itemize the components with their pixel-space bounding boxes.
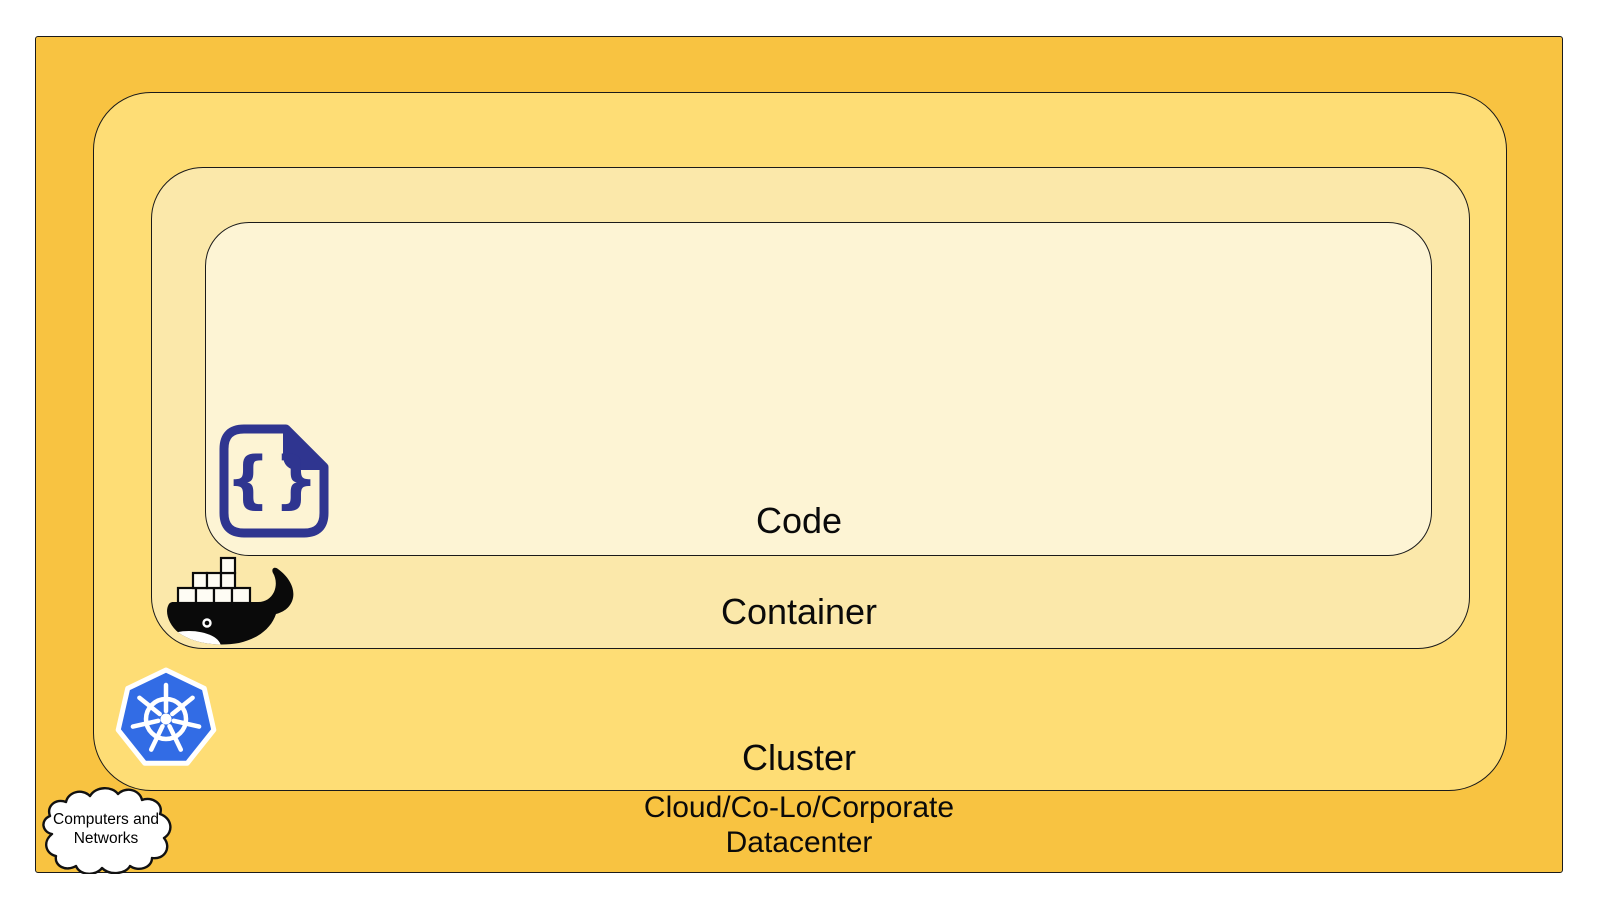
whale-body (167, 567, 294, 645)
code-file-fold (283, 426, 327, 470)
kubernetes-hub (160, 713, 172, 725)
kubernetes-icon (113, 663, 219, 775)
whale-eye (202, 618, 212, 628)
kubernetes-wheel (130, 682, 202, 752)
cargo-containers (176, 556, 252, 605)
code-braces-glyph: {} (226, 443, 322, 516)
label-datacenter-line1: Cloud/Co-Lo/Corporate (643, 791, 955, 824)
label-code: Code (755, 500, 843, 541)
layer-code (205, 222, 1432, 556)
cloud-label: Computers and Networks (38, 810, 174, 848)
cloud-label-line2: Networks (73, 830, 139, 847)
label-cluster: Cluster (741, 737, 857, 778)
label-datacenter-line2: Datacenter (725, 826, 873, 859)
cloud-icon (38, 786, 174, 874)
code-file-icon: {} (218, 424, 330, 538)
cloud-label-line1: Computers and (53, 811, 159, 828)
label-datacenter: Cloud/Co-Lo/Corporate Datacenter (35, 790, 1563, 860)
label-container: Container (720, 591, 878, 632)
code-file-outline (219, 424, 329, 538)
docker-whale-icon (163, 545, 299, 647)
cloud-shape (42, 787, 172, 874)
